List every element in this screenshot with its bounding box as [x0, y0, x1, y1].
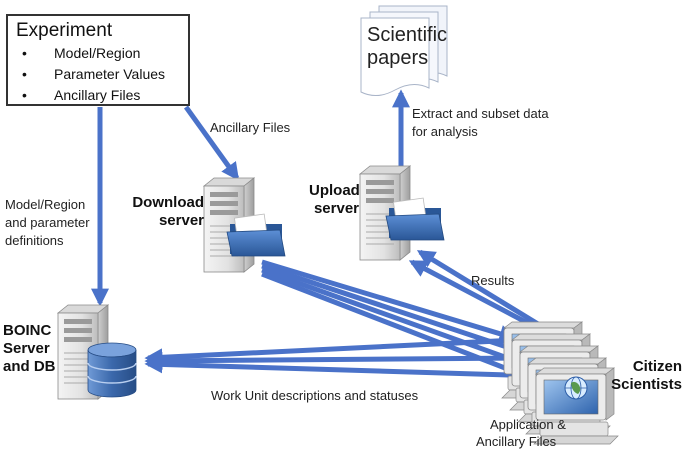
arrow-download-citizen-1	[261, 259, 518, 343]
arrow-boinc-citizen-3	[144, 355, 544, 385]
globe-icon	[564, 376, 588, 400]
label-app-files-line1: Application &	[490, 417, 566, 432]
experiment-item-ancillary-files: Ancillary Files	[54, 87, 141, 103]
arrow-experiment-to-download	[183, 105, 240, 181]
label-model-defs: Model/Region and parameter definitions	[5, 196, 90, 250]
label-extract-line1: Extract and subset data	[412, 106, 549, 121]
citizen-scientists-label-line2: Scientists	[611, 376, 682, 393]
label-work-units: Work Unit descriptions and statuses	[211, 388, 419, 403]
label-model-defs-line2: and parameter	[5, 215, 90, 230]
upload-server-label: Upload server	[309, 182, 360, 218]
arrow-boinc-citizen-2	[144, 349, 534, 370]
papers-label: Scientific papers	[367, 24, 447, 70]
document-stack-icon	[360, 5, 448, 96]
upload-server-label-line1: Upload	[309, 182, 360, 199]
download-server-label-line2: server	[158, 212, 204, 229]
list-item: •Ancillary Files	[22, 87, 141, 103]
label-ancillary-files: Ancillary Files	[210, 120, 291, 135]
arrows	[91, 89, 558, 385]
label-application-files: Application & Ancillary Files	[476, 416, 566, 450]
label-extract: Extract and subset data for analysis	[412, 105, 549, 141]
label-model-defs-line1: Model/Region	[5, 197, 86, 212]
label-model-defs-line3: definitions	[5, 233, 64, 248]
label-app-files-line2: Ancillary Files	[476, 434, 557, 449]
citizen-computers	[501, 321, 619, 445]
arrow-citizen-to-upload	[416, 249, 540, 327]
download-server-label-line1: Download	[132, 194, 204, 211]
boinc-server-label: BOINC Server and DB	[3, 322, 56, 376]
experiment-item-model-region: Model/Region	[54, 45, 141, 61]
boinc-server-label-line2: Server	[3, 340, 50, 357]
database-icon	[87, 342, 137, 398]
upload-server-label-line2: server	[313, 200, 359, 217]
experiment-title: Experiment	[16, 20, 113, 41]
experiment-box: Experiment •Model/Region •Parameter Valu…	[6, 14, 190, 106]
boinc-server-label-line1: BOINC	[3, 322, 52, 339]
boinc-server-label-line3: and DB	[3, 358, 56, 375]
label-extract-line2: for analysis	[412, 124, 478, 139]
citizen-scientists-label: Citizen Scientists	[610, 358, 682, 394]
arrow-download-citizen-2	[261, 263, 526, 357]
experiment-item-parameter-values: Parameter Values	[54, 66, 166, 82]
list-item: •Model/Region	[22, 45, 141, 61]
experiment-list: •Model/Region •Parameter Values •Ancilla…	[16, 43, 180, 106]
arrow-download-citizen-4	[261, 271, 540, 384]
label-results: Results	[471, 273, 515, 288]
papers-label-line2: papers	[367, 47, 429, 69]
list-item: •Parameter Values	[22, 66, 166, 82]
upload-folder-icon	[385, 197, 445, 241]
download-server-label: Download server	[128, 194, 204, 230]
citizen-scientists-label-line1: Citizen	[632, 358, 682, 375]
arrow-download-citizen-3	[261, 267, 534, 370]
papers-label-line1: Scientific	[367, 24, 448, 46]
download-folder-icon	[226, 213, 286, 257]
